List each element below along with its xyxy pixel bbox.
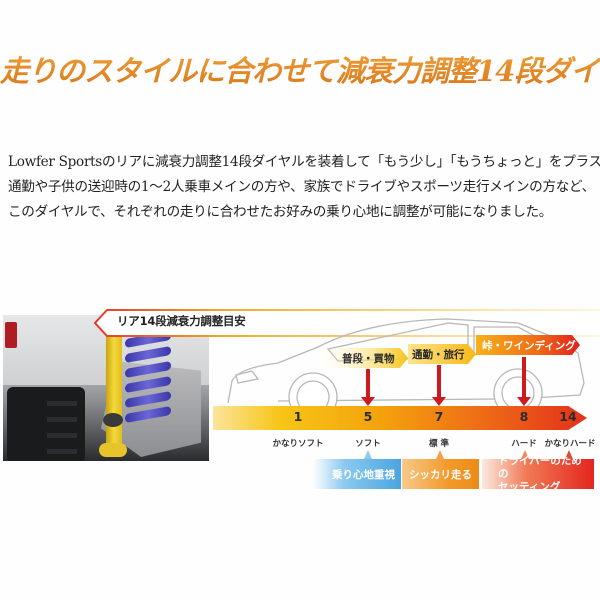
taillight-icon [5,322,17,348]
usage-label: 普段・買物 [342,353,395,365]
step-label: ハード [511,439,537,449]
step-value: 8 [519,409,529,424]
step-value: 5 [363,409,373,424]
banner-title: リア14段減衰力調整目安 [117,314,246,328]
usage-label: 峠・ワインディング [482,340,576,352]
damping-scale-bar [213,406,587,430]
page-headline: 走りのスタイルに合わせて減衰力調整14段ダイヤル付 [0,48,600,90]
usage-arrow-everyday: 普段・買物 [320,348,408,368]
damping-dial-knob-icon [103,413,123,427]
step-label: かなりソフト [272,439,324,449]
tick-marker [521,450,529,459]
tick-marker [436,450,444,459]
step-label: かなりハード [544,439,596,449]
intro-line: このダイヤルで、それぞれの走りに合わせたお好みの乗り心地に調整が可能になりました… [8,204,553,220]
intro-text: Lowfer Sportsのリアに減衰力調整14段ダイヤルを装着して「もう少し」… [8,150,600,225]
step-label: ソフト [355,439,381,449]
usage-arrow-winding: 峠・ワインディング [476,335,580,355]
down-arrow-icon [432,365,446,406]
tick-marker [565,450,573,459]
category-driver-setting: ドライバーのための セッティング [482,455,594,493]
damping-dial-figure: リア14段減衰力調整目安 普段・買物 通勤・旅行 峠・ワインディング 1 5 7… [0,295,600,510]
intro-line: Lowfer Sportsのリアに減衰力調整14段ダイヤルを装着して「もう少し」… [8,154,600,170]
step-value: 1 [293,409,303,424]
category-comfort: 乗り心地重視 [313,459,401,489]
step-value: 14 [559,409,577,424]
step-value: 7 [434,409,444,424]
down-arrow-icon [361,369,375,406]
tire-icon [7,387,85,461]
intro-line: 通勤や子供の送迎時の1～2人乗車メインの方や、家族でドライブやスポーツ走行メイン… [8,179,595,195]
step-label: 標 準 [429,439,449,449]
usage-arrow-commute: 通勤・旅行 [408,344,476,364]
tick-marker [364,450,372,459]
coil-spring-icon [125,330,171,435]
down-arrow-icon [517,357,531,406]
usage-label: 通勤・旅行 [412,349,465,361]
category-firm: シッカリ走る [402,459,479,489]
shock-absorber-icon [106,325,122,455]
